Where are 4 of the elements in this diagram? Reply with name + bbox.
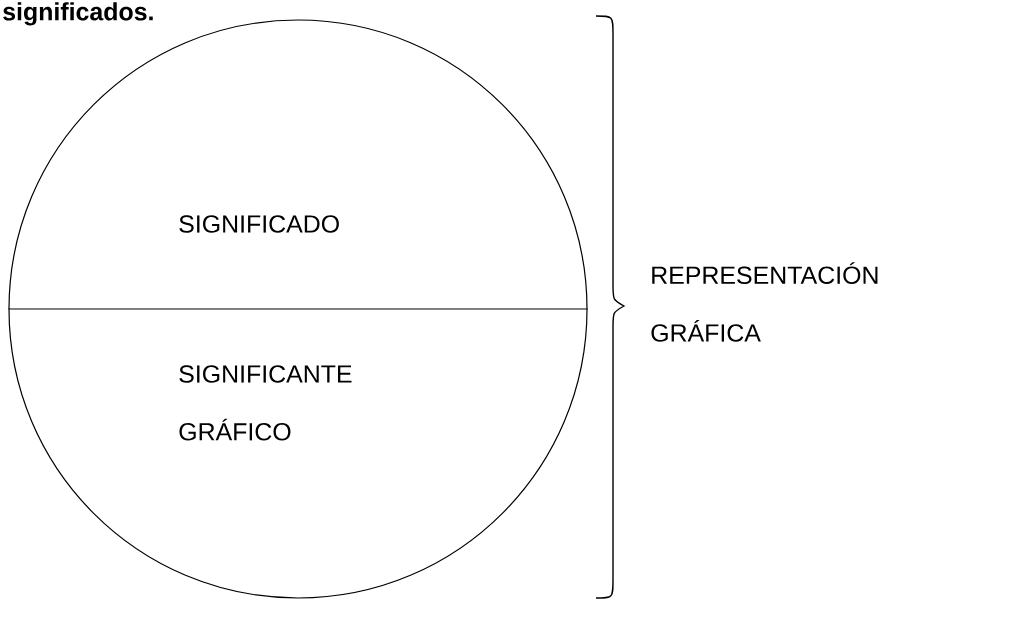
region-label: SIGNIFICANTE GRÁFICO xyxy=(179,365,352,441)
brace-label: REPRESENTACIÓN GRÁFICA xyxy=(651,262,878,342)
heading-text: significados. xyxy=(3,2,153,26)
region-label: SIGNIFICADO xyxy=(179,215,339,233)
